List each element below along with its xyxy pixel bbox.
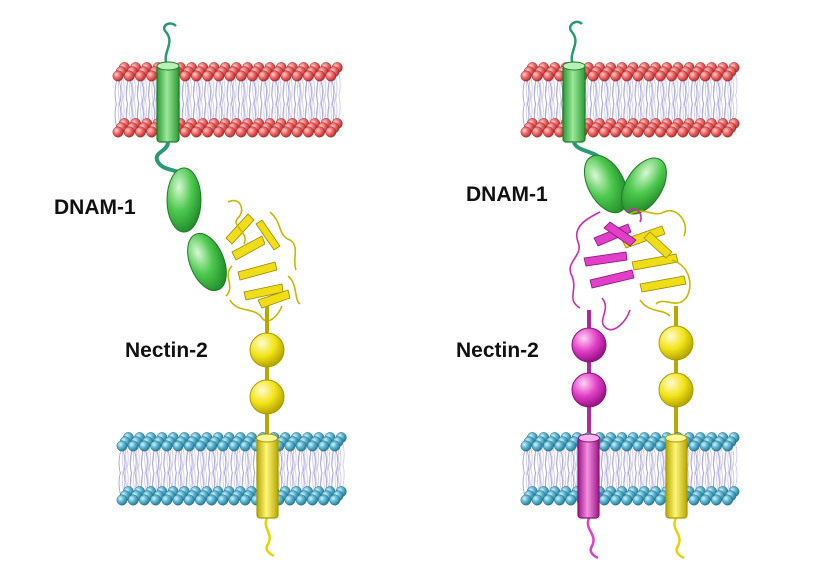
ig-domain-icon [187, 232, 227, 292]
ribbon-structure-icon [583, 221, 637, 289]
left-dnam1-label: DNAM-1 [54, 196, 136, 219]
ig-domain-icon [249, 379, 285, 415]
transmembrane-helix-icon [156, 61, 180, 143]
right-nectin2-stalk-yellow [658, 306, 694, 440]
ribbon-structure-icon [225, 213, 291, 309]
receptor-cytoplasmic-tail [568, 20, 583, 67]
transmembrane-helix-icon [577, 433, 600, 560]
transmembrane-helix-icon [665, 433, 688, 560]
ig-domain-icon [571, 372, 607, 408]
receptor-cytoplasmic-tail [162, 22, 177, 67]
right-nectin2-ribbon-yellow [621, 209, 691, 317]
ig-domain-icon [166, 167, 202, 233]
ig-domain-icon [621, 157, 667, 215]
right-dnam1-label: DNAM-1 [466, 183, 548, 206]
ig-domain-icon [658, 372, 694, 408]
left-nectin2-label: Nectin-2 [125, 339, 208, 362]
top-membrane-right [520, 62, 740, 138]
right-nectin2-stalk-magenta [571, 310, 607, 440]
ribbon-loops [629, 209, 691, 317]
ig-domain-icon [571, 327, 607, 363]
left-nectin2-ribbon [225, 199, 301, 322]
bottom-membrane-right [520, 432, 740, 506]
ig-domain-icon [249, 332, 285, 368]
transmembrane-helix-icon [256, 433, 279, 558]
right-nectin2-label: Nectin-2 [456, 339, 539, 362]
ig-domain-icon [583, 154, 629, 214]
ribbon-structure-icon [621, 225, 687, 293]
bottom-membrane-left [116, 432, 347, 506]
left-nectin2-stalk [249, 306, 285, 440]
right-dnam1-receptor [562, 20, 667, 215]
top-membrane-left [112, 62, 343, 138]
ig-domain-icon [658, 325, 694, 361]
ribbon-loops [225, 199, 301, 322]
transmembrane-helix-icon [562, 61, 586, 143]
right-nectin2-ribbon-magenta [569, 208, 642, 331]
ribbon-loops [569, 208, 642, 331]
left-dnam1-receptor [154, 22, 227, 292]
bottom-transmembrane-helices [256, 433, 688, 560]
